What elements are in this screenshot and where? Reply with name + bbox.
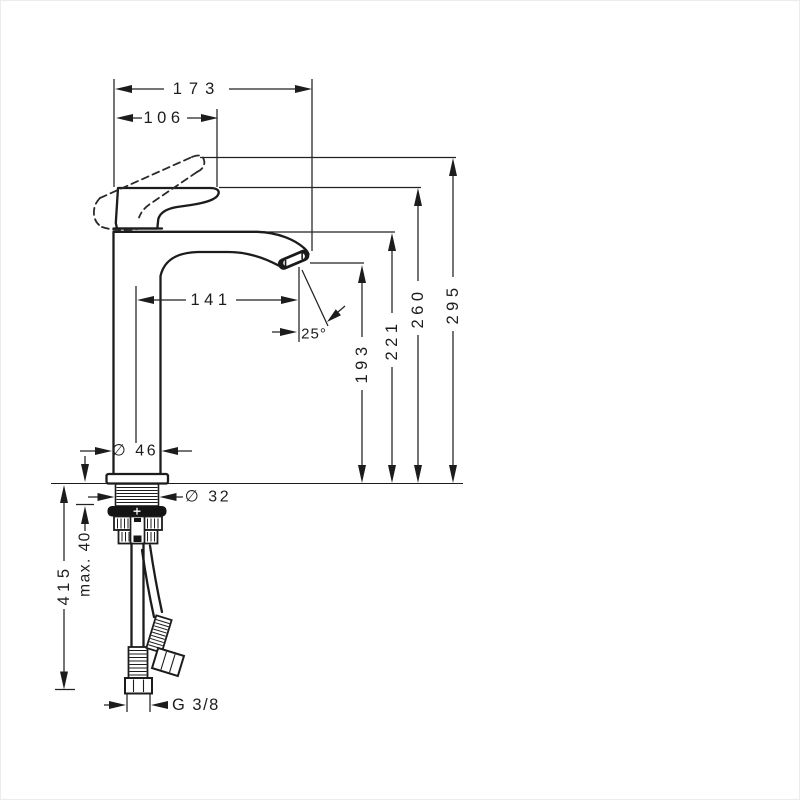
dim-dia-46: ∅ 46: [80, 443, 192, 460]
supply-hose-vertical: [124, 542, 153, 695]
dim-label-25: 25°: [301, 326, 327, 343]
dim-106: 106: [116, 109, 218, 127]
dim-173: 173: [115, 80, 312, 98]
dim-label-141: 141: [190, 291, 231, 309]
dim-label-221: 221: [383, 319, 401, 360]
aerator: [277, 249, 310, 270]
handle: [112, 186, 220, 230]
dim-label-dia-32: ∅ 32: [185, 489, 231, 506]
supply-hose-angled: [140, 544, 186, 678]
dim-dia-32: ∅ 32: [88, 489, 231, 506]
dim-label-max-40: max. 40: [77, 531, 94, 597]
dim-221: 221: [383, 233, 401, 483]
dim-415: 415: [55, 485, 75, 691]
dim-label-173: 173: [173, 80, 222, 98]
seal-washer: [107, 506, 167, 517]
dim-label-dia-46: ∅ 46: [112, 443, 158, 460]
dim-label-106: 106: [143, 109, 184, 127]
dim-angle-25: 25°: [272, 267, 346, 343]
reference-lines: [113, 79, 456, 443]
mounting-nut: [113, 515, 163, 545]
dim-193: 193: [353, 265, 371, 483]
dim-label-g38: G 3/8: [172, 696, 220, 714]
dim-295: 295: [444, 158, 462, 483]
dim-label-295: 295: [444, 283, 462, 324]
dim-260: 260: [409, 188, 427, 483]
dim-label-415: 415: [55, 564, 73, 605]
dim-141: 141: [137, 291, 298, 309]
dim-label-260: 260: [409, 287, 427, 328]
dim-g38: G 3/8: [104, 694, 220, 714]
base-flange: [105, 472, 170, 485]
dim-label-193: 193: [353, 342, 371, 383]
handle-raised-dashed: [92, 154, 206, 232]
mounting-shank: [114, 483, 160, 507]
dim-max-40: max. 40: [76, 456, 94, 597]
